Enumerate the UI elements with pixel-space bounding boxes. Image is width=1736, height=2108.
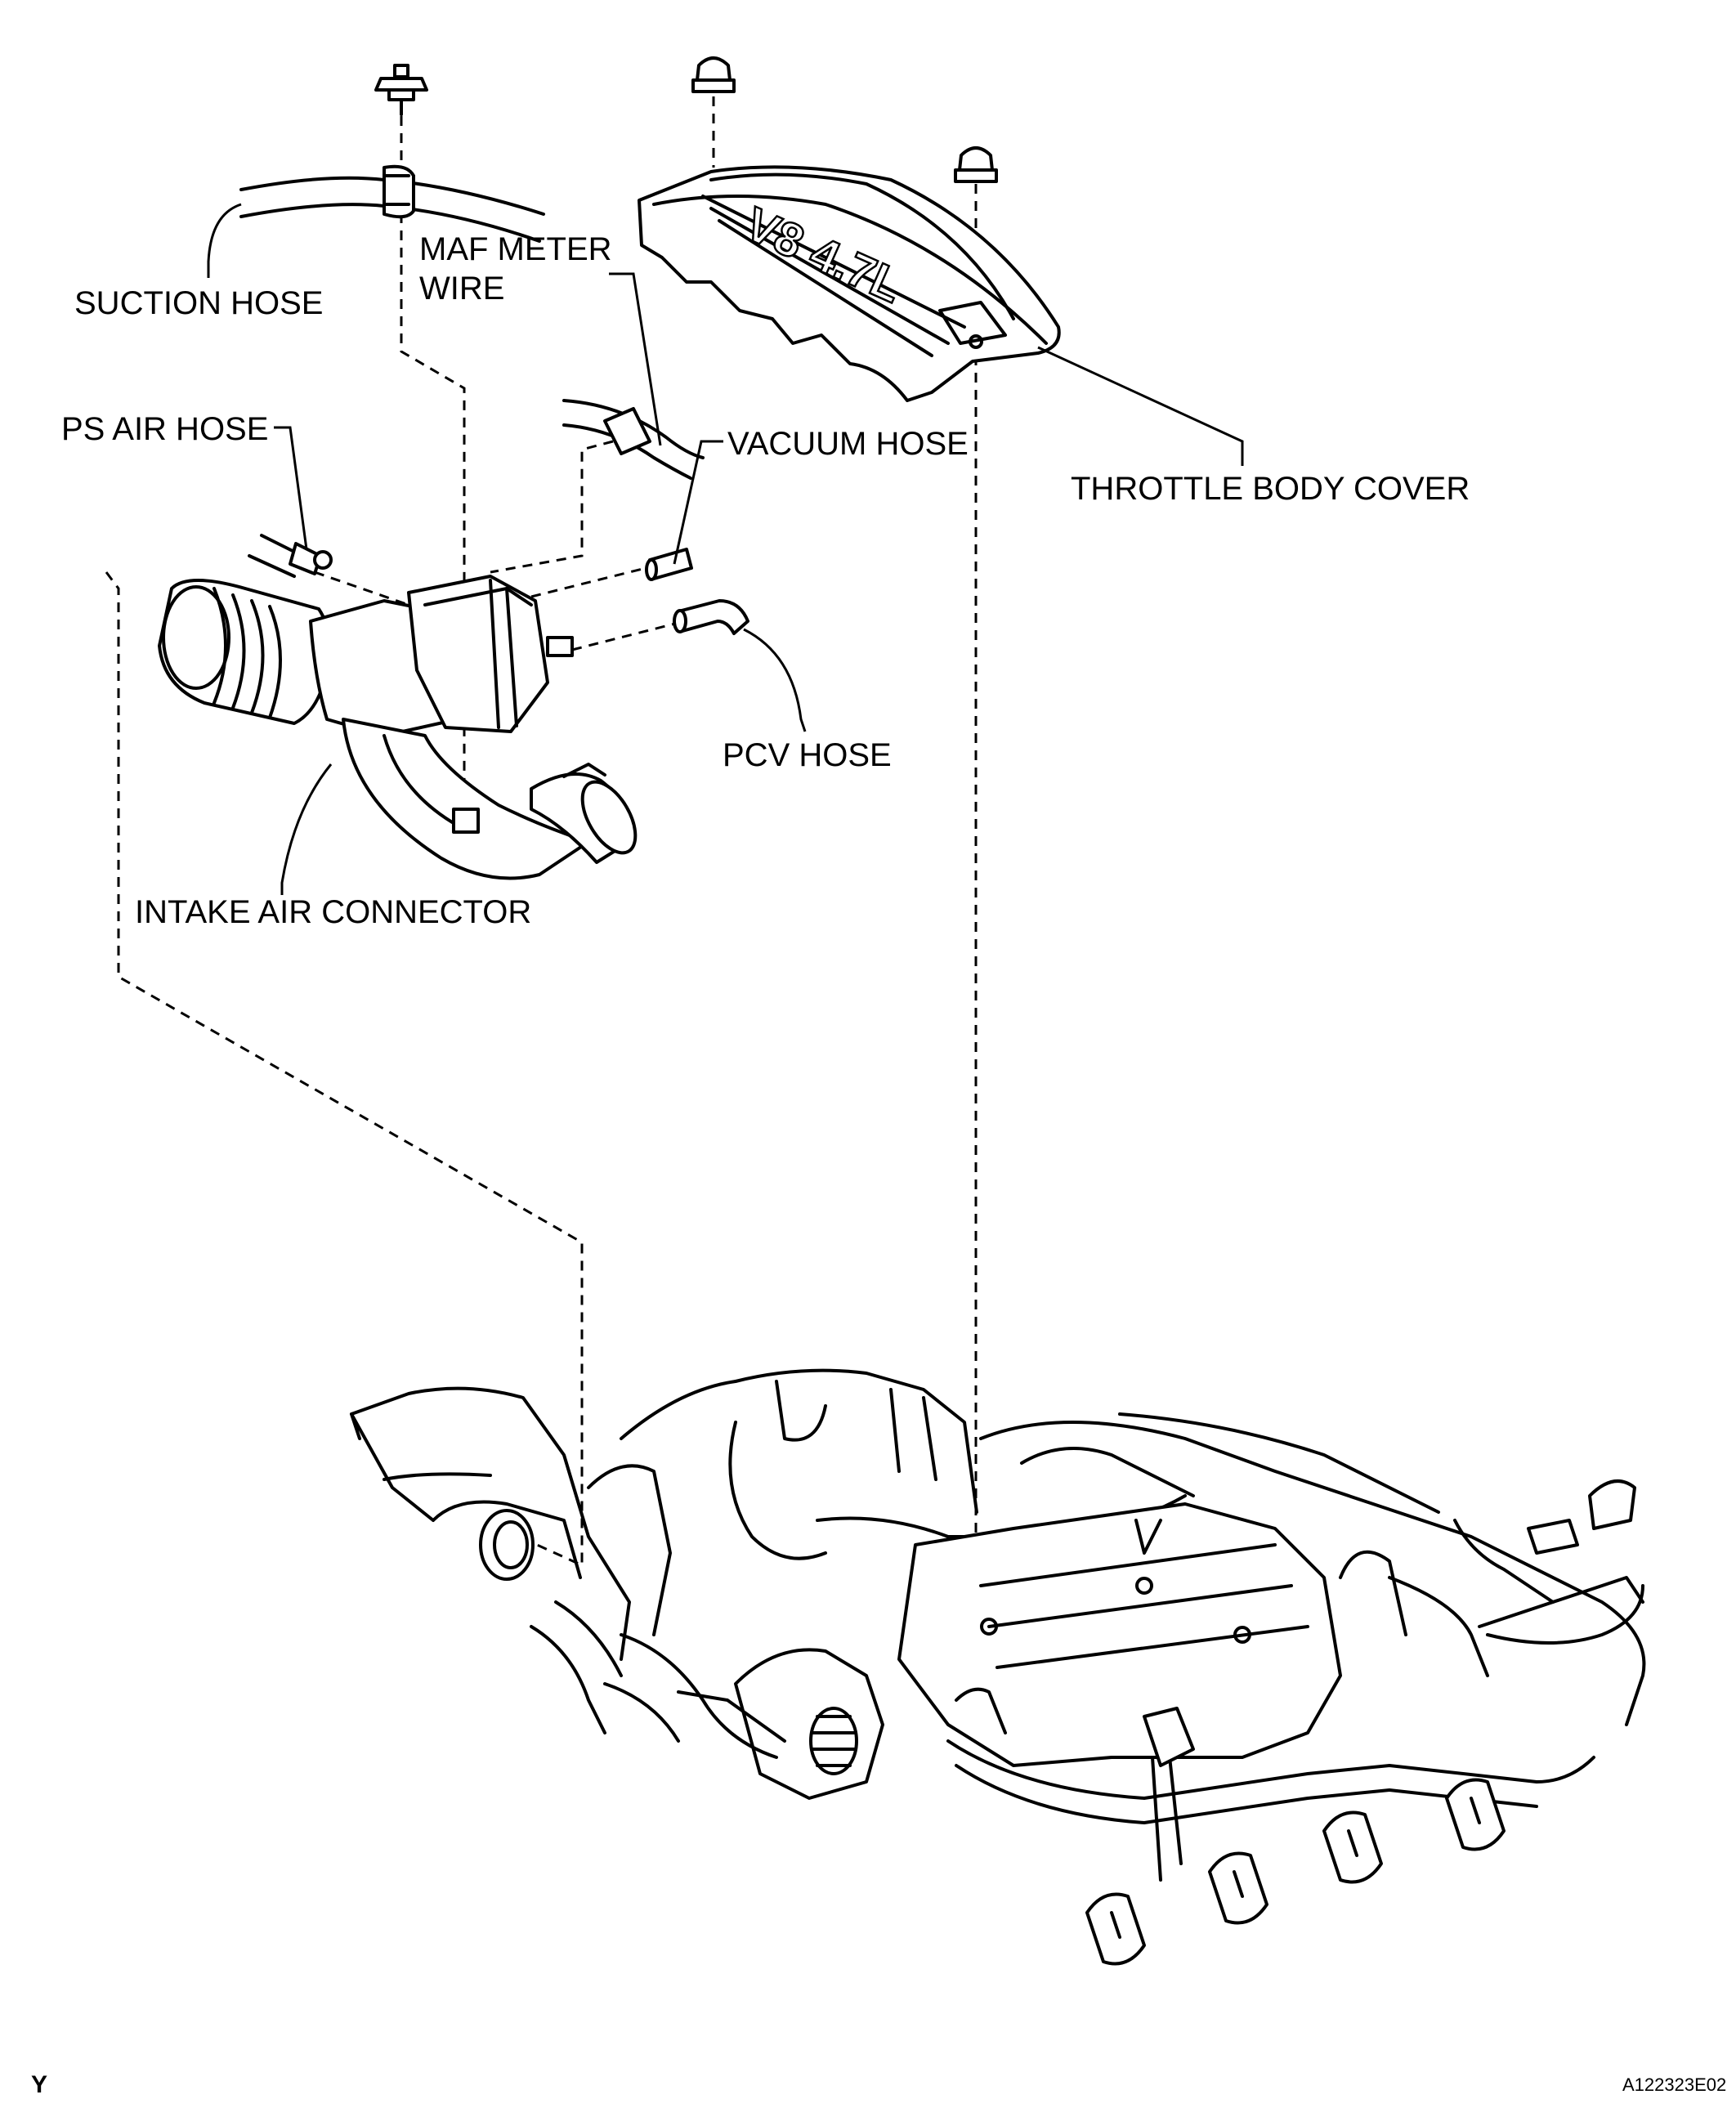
corner-letter: Y <box>31 2071 48 2098</box>
leader-throttle-body-cover <box>1037 346 1244 466</box>
bolt-top <box>374 64 428 116</box>
injectors <box>1085 1778 1506 1966</box>
label-ps-air-hose: PS AIR HOSE <box>61 411 269 447</box>
vacuum-hose-alignment-line <box>530 566 647 598</box>
leader-intake-air-connector <box>280 763 333 895</box>
label-throttle-body-cover: THROTTLE BODY COVER <box>1071 471 1470 507</box>
nut-cover-2 <box>954 146 998 183</box>
leader-suction-hose <box>207 203 242 278</box>
pcv-hose-alignment-line <box>571 621 679 651</box>
leader-vacuum-hose <box>673 440 723 565</box>
label-maf-meter-wire-line2: WIRE <box>419 271 505 307</box>
label-maf-meter-wire-line1: MAF METER <box>419 231 612 267</box>
leader-pcv-hose <box>743 628 807 732</box>
label-pcv-hose: PCV HOSE <box>723 737 892 773</box>
pcv-hose <box>673 599 749 635</box>
throttle-body-cover: V8 4.7L <box>638 165 1061 402</box>
intake-alignment-line <box>105 571 584 1568</box>
intake-air-connector <box>158 575 638 880</box>
leader-maf-wire <box>609 272 662 446</box>
maf-wire-alignment-line <box>490 440 614 574</box>
label-vacuum-hose: VACUUM HOSE <box>727 426 969 462</box>
engine <box>350 1368 1646 1966</box>
suction-hose <box>239 164 545 243</box>
nut-cover-1 <box>691 56 736 93</box>
label-suction-hose: SUCTION HOSE <box>74 285 324 321</box>
vacuum-hose <box>645 548 693 581</box>
maf-meter-wire <box>562 399 705 480</box>
leader-ps-air-hose <box>274 426 308 550</box>
figure-code: A122323E02 <box>1622 2074 1727 2095</box>
label-intake-air-connector: INTAKE AIR CONNECTOR <box>135 894 532 930</box>
ps-air-hose <box>248 534 333 578</box>
ps-hose-alignment-line <box>314 571 409 606</box>
